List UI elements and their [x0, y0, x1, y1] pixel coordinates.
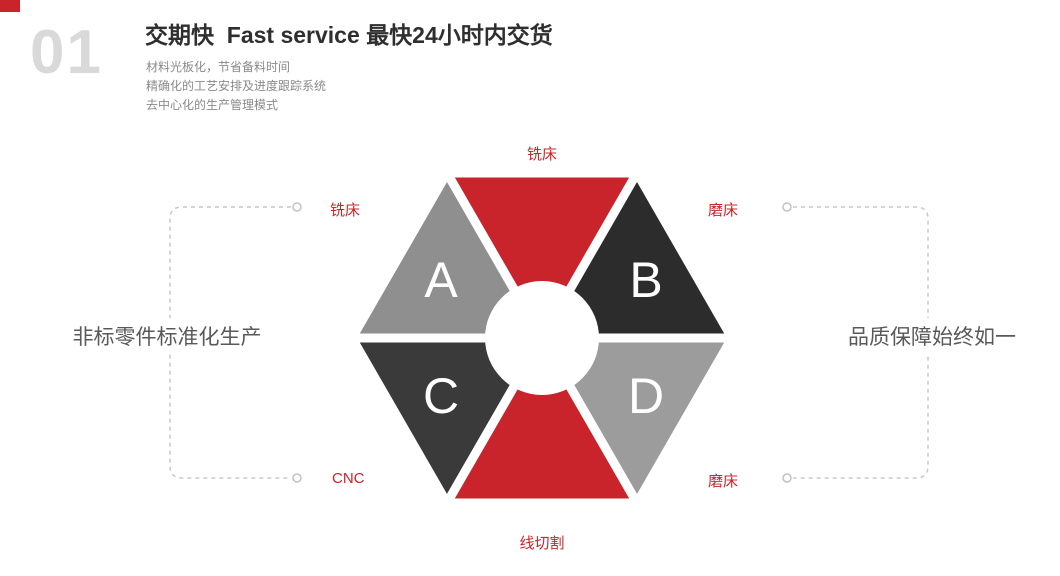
section-number: 01 — [30, 18, 103, 87]
label-lower-right: 磨床 — [708, 473, 739, 490]
left-side-text: 非标零件标准化生产 — [67, 318, 267, 354]
triangle-letter-c: C — [423, 368, 459, 424]
bullet-list: 材料光板化，节省备料时间 精确化的工艺安排及进度跟踪系统 去中心化的生产管理模式 — [146, 58, 326, 115]
connector-dot — [782, 473, 792, 483]
label-upper-right: 磨床 — [708, 202, 739, 219]
bullet-item: 去中心化的生产管理模式 — [146, 98, 279, 112]
label-lower-left: CNC — [332, 470, 365, 487]
bullet-item: 精确化的工艺安排及进度跟踪系统 — [146, 79, 327, 93]
label-top: 铣床 — [526, 146, 558, 163]
triangle-bottom — [442, 333, 642, 508]
connector-dot — [292, 202, 302, 212]
triangle-letter-b: B — [629, 252, 662, 308]
triangle-letter-d: D — [628, 368, 664, 424]
triangle-letter-a: A — [424, 252, 458, 308]
center-circle — [485, 281, 599, 395]
right-side-text: 品质保障始终如一 — [843, 318, 1021, 354]
page-title: 交期快 Fast service 最快24小时内交货 — [145, 22, 553, 48]
label-bottom: 线切割 — [519, 535, 565, 552]
connector-dot — [782, 202, 792, 212]
bullet-item: 材料光板化，节省备料时间 — [146, 60, 291, 74]
label-upper-left: 铣床 — [330, 202, 361, 219]
corner-accent-square — [0, 0, 20, 12]
connector-dot — [292, 473, 302, 483]
